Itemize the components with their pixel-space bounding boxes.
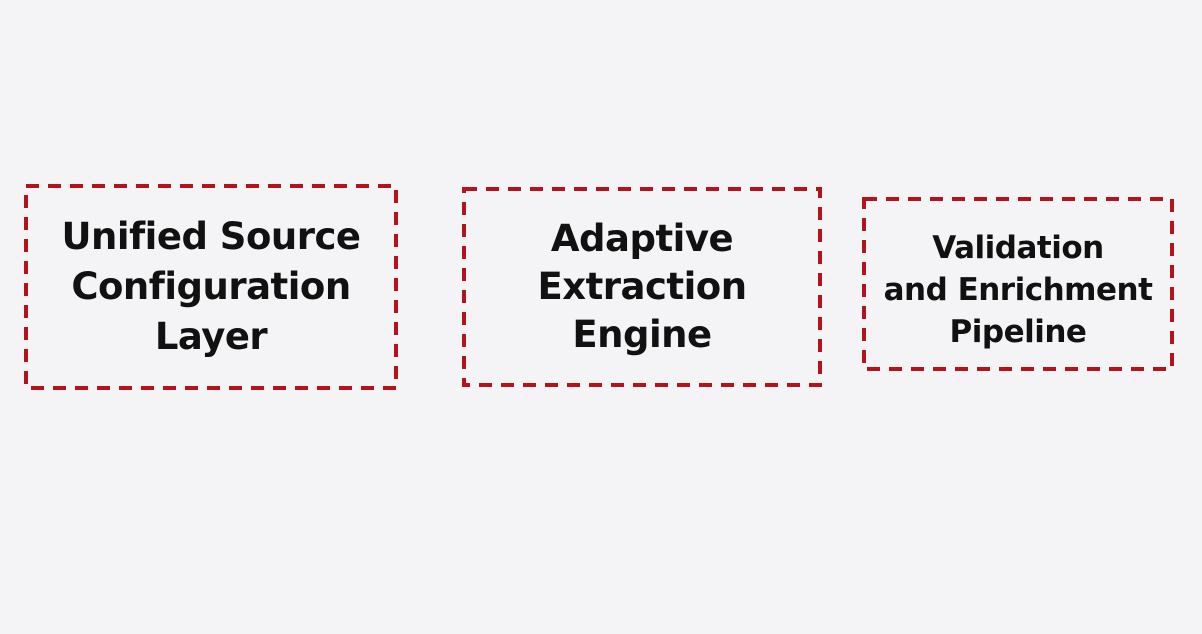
- dashed-border: [24, 184, 398, 390]
- component-box-unified-source: Unified Source Configuration Layer: [24, 184, 398, 390]
- component-box-adaptive-extraction: Adaptive Extraction Engine: [462, 187, 822, 387]
- component-label: Validation and Enrichment Pipeline: [883, 230, 1153, 350]
- dashed-border: [462, 187, 822, 387]
- dashed-border: [862, 197, 1174, 371]
- component-label: Unified Source Configuration Layer: [61, 215, 362, 358]
- component-label: Adaptive Extraction Engine: [537, 217, 747, 356]
- component-box-validation-enrichment: Validation and Enrichment Pipeline: [862, 197, 1174, 371]
